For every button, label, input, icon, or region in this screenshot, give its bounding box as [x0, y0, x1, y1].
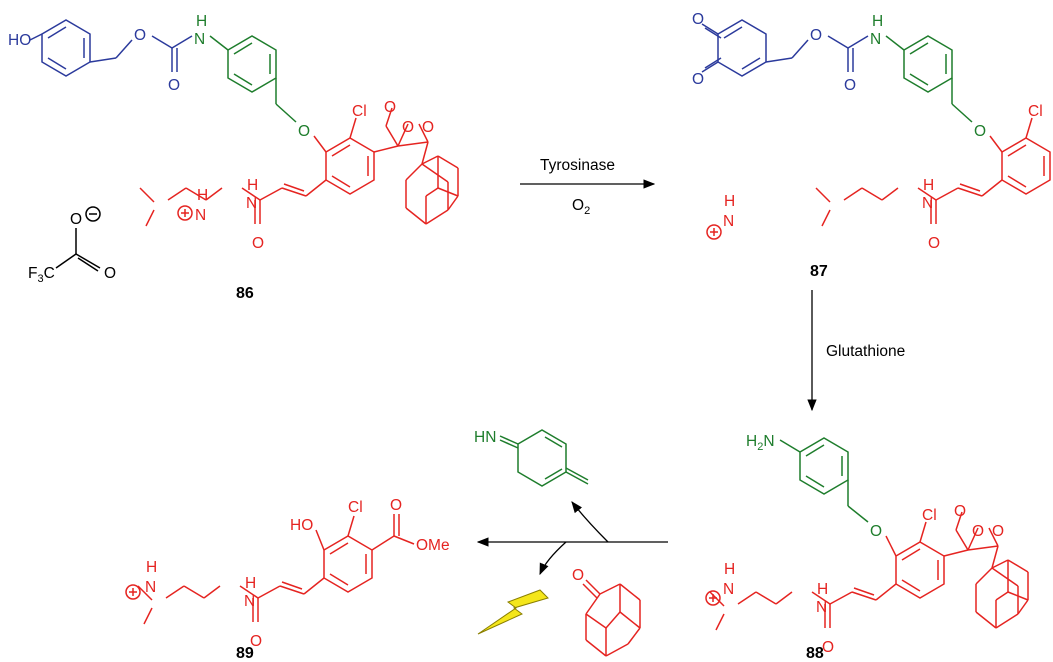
atom-o-carbonyl-86: O [168, 77, 180, 94]
condition-glutathione: Glutathione [826, 343, 905, 360]
atom-n-amide-86: N [246, 195, 257, 212]
atom-o-benzyl-86: O [298, 123, 310, 140]
compound-88 [705, 437, 1029, 631]
atom-n-amide-89: N [244, 593, 255, 610]
atom-ho-89: HO [290, 517, 313, 534]
compound-label-87: 87 [810, 263, 828, 280]
atom-n-amide-87: N [922, 195, 933, 212]
atom-n-ammonium-87: N [723, 213, 734, 230]
atom-hn-imine: HN [474, 429, 496, 446]
atom-o-methoxy-86: O [384, 99, 396, 116]
atom-o-quinone2-87: O [692, 71, 704, 88]
atom-h-nh-86: H [196, 13, 207, 30]
atom-o-amide-86: O [252, 235, 264, 252]
atom-h-nh-87: H [872, 13, 883, 30]
atom-o-peroxide1-88: O [972, 523, 984, 540]
atom-h-ammonium-89: H [146, 559, 157, 576]
arrow-release-quinone-methide [571, 501, 609, 543]
atom-o-carbonyl-87: O [844, 77, 856, 94]
compound-87 [701, 19, 1051, 240]
atom-n-nh-87: N [870, 31, 881, 48]
atom-o-peroxide2-88: O [992, 523, 1004, 540]
atom-o-ether-87: O [810, 27, 822, 44]
atom-n-ammonium-89: N [145, 579, 156, 596]
compound-label-86: 86 [236, 285, 254, 302]
atom-ome-89: OMe [416, 537, 450, 554]
atom-cl-88: Cl [922, 507, 937, 524]
compound-89 [125, 514, 415, 625]
atom-o-quinone1-87: O [692, 11, 704, 28]
atom-o-tfa-86: O [104, 265, 116, 282]
atom-n-amide-88: N [816, 599, 827, 616]
atom-cl-89: Cl [348, 499, 363, 516]
atom-cl-87: Cl [1028, 103, 1043, 120]
condition-tyrosinase: Tyrosinase [540, 157, 615, 174]
atom-o-methoxy-88: O [954, 503, 966, 520]
lightning-bolt-icon [477, 589, 549, 635]
compound-label-89: 89 [236, 645, 254, 662]
atom-h-ammonium-86: H [197, 187, 208, 204]
atom-o-benzyl-87: O [974, 123, 986, 140]
arrow-release-light [539, 541, 567, 576]
atom-o-ether-86: O [134, 27, 146, 44]
atom-h-amide-88: H [817, 581, 828, 598]
atom-h2n-88: H2N [746, 433, 775, 453]
atom-h-amide-86: H [247, 177, 258, 194]
atom-n-ammonium-86: N [195, 207, 206, 224]
atom-h-amide-89: H [245, 575, 256, 592]
atom-o-ketone: O [572, 567, 584, 584]
atom-o-ester-carbonyl-89: O [390, 497, 402, 514]
atom-n-nh-86: N [194, 31, 205, 48]
atom-o-anion-86: O [70, 211, 82, 228]
atom-o-amide-88: O [822, 639, 834, 656]
atom-o-amide-89: O [250, 633, 262, 650]
atom-o-amide-87: O [928, 235, 940, 252]
compound-label-88: 88 [806, 645, 824, 662]
adamantanone [582, 579, 641, 657]
atom-h-amide-87: H [923, 177, 934, 194]
atom-h-ammonium-88: H [724, 561, 735, 578]
atom-o-peroxide2-86: O [422, 119, 434, 136]
atom-f3c-86: F3C [28, 265, 55, 285]
quinone-methide-imine [499, 429, 589, 487]
atom-cl-86: Cl [352, 103, 367, 120]
atom-o-peroxide1-86: O [402, 119, 414, 136]
atom-ho-86: HO [8, 32, 31, 49]
compound-86 [29, 19, 459, 272]
atom-o-benzyl-88: O [870, 523, 882, 540]
atom-h-ammonium-87: H [724, 193, 735, 210]
condition-oxygen: O2 [572, 197, 590, 217]
atom-n-ammonium-88: N [723, 581, 734, 598]
